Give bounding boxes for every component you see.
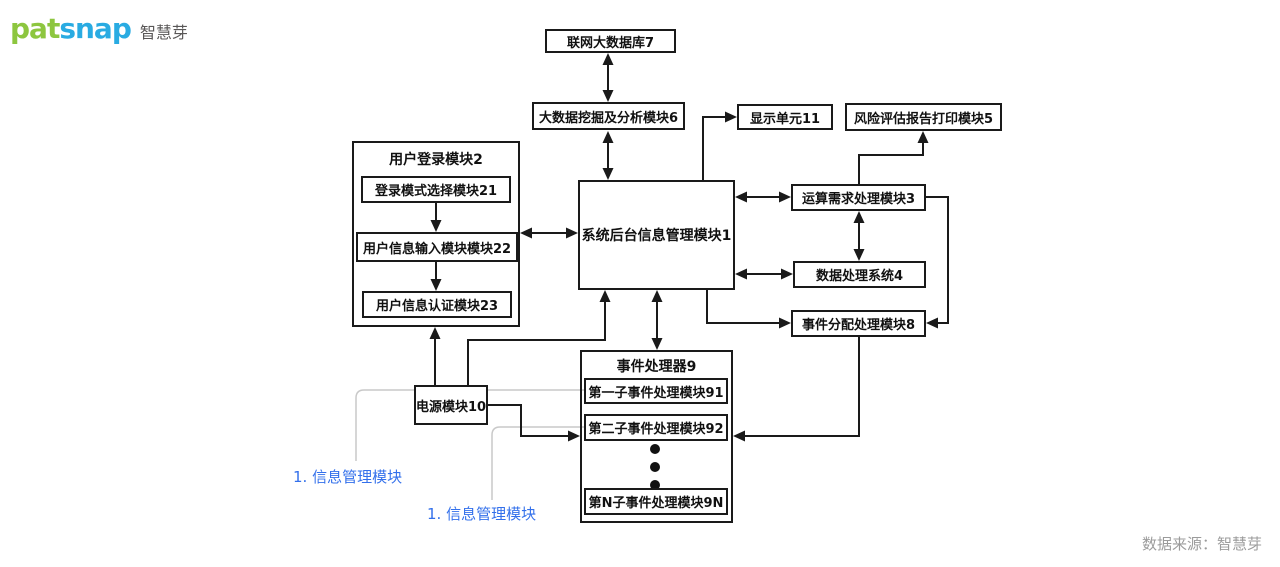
logo-snap-text: snap bbox=[59, 12, 132, 45]
box-compute-demand-3: 运算需求处理模块3 bbox=[791, 184, 926, 211]
logo-pat-text: pat bbox=[10, 12, 60, 45]
box-sub-event-9n: 第N子事件处理模块9N bbox=[584, 488, 728, 515]
box-login-mode-select-21: 登录模式选择模块21 bbox=[361, 176, 511, 203]
conn-power10-processor9 bbox=[488, 404, 580, 442]
box-sub-event-91: 第一子事件处理模块91 bbox=[584, 378, 728, 404]
conn-module1-processor9 bbox=[651, 290, 663, 350]
conn-db7-module6 bbox=[602, 53, 614, 102]
conn-module6-module1 bbox=[602, 131, 614, 180]
box-user-login-module-2 bbox=[352, 141, 520, 327]
annotation-link-info-mgmt-2[interactable]: 1. 信息管理模块 bbox=[427, 505, 537, 523]
box-event-processor-9 bbox=[580, 350, 733, 523]
conn-module1-system4 bbox=[735, 268, 793, 280]
box-user-info-input-22: 用户信息输入模块模块22 bbox=[356, 232, 518, 262]
box-data-processing-system-4: 数据处理系统4 bbox=[793, 261, 926, 288]
conn-module3-print5 bbox=[858, 131, 929, 184]
box-user-info-auth-23: 用户信息认证模块23 bbox=[362, 291, 512, 318]
box-networked-big-database-7: 联网大数据库7 bbox=[545, 29, 676, 53]
box-event-dispatch-8: 事件分配处理模块8 bbox=[791, 310, 926, 337]
data-source-caption: 数据来源：智慧芽 bbox=[1141, 535, 1262, 553]
label-user-login-module-2: 用户登录模块2 bbox=[389, 152, 483, 168]
box-sub-event-92: 第二子事件处理模块92 bbox=[584, 414, 728, 441]
conn-module3-system4 bbox=[853, 211, 865, 261]
conn-power10-module1 bbox=[467, 290, 611, 385]
conn-login2-module1 bbox=[520, 227, 578, 239]
conn-power10-login2 bbox=[429, 327, 441, 385]
box-display-unit-11: 显示单元11 bbox=[737, 104, 833, 130]
conn-module21-module22 bbox=[430, 203, 442, 232]
ellipsis-dots bbox=[650, 444, 660, 490]
annotation-callout-line-2 bbox=[491, 426, 584, 500]
box-backend-info-mgmt-1: 系统后台信息管理模块1 bbox=[578, 180, 735, 290]
conn-module1-dispatch8 bbox=[706, 290, 791, 329]
label-event-processor-9: 事件处理器9 bbox=[616, 359, 697, 375]
conn-dispatch8-processor9 bbox=[733, 337, 860, 442]
conn-module1-module3 bbox=[735, 191, 791, 203]
conn-module22-module23 bbox=[430, 262, 442, 291]
conn-module1-display11 bbox=[702, 111, 737, 180]
box-bigdata-mining-analysis-6: 大数据挖掘及分析模块6 bbox=[532, 102, 685, 130]
logo-chinese-suffix: 智慧芽 bbox=[139, 22, 188, 42]
annotation-link-info-mgmt-1[interactable]: 1. 信息管理模块 bbox=[293, 468, 403, 486]
annotation-callout-line-1 bbox=[355, 389, 584, 461]
conn-module3-dispatch8 bbox=[926, 196, 949, 329]
box-power-module-10: 电源模块10 bbox=[414, 385, 488, 425]
box-risk-report-print-5: 风险评估报告打印模块5 bbox=[845, 103, 1002, 131]
